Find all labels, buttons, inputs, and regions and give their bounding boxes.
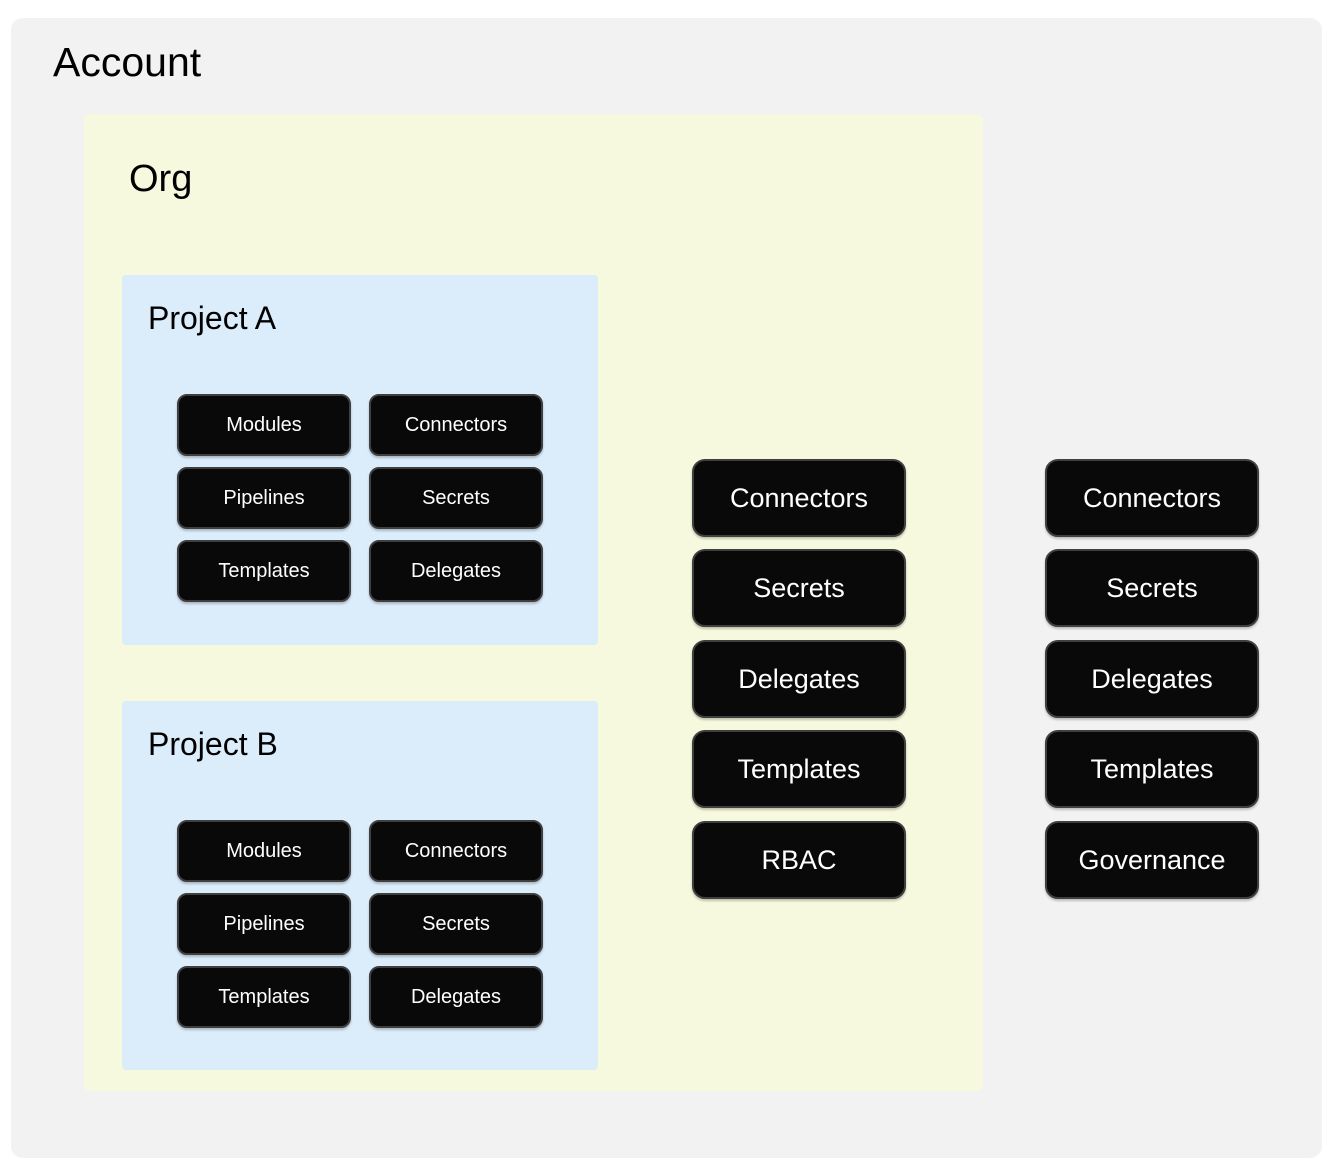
org-level-node-templates[interactable]: Templates bbox=[692, 730, 906, 808]
project-b-node-modules[interactable]: Modules bbox=[177, 820, 351, 882]
project-a-node-modules[interactable]: Modules bbox=[177, 394, 351, 456]
project-b-node-templates[interactable]: Templates bbox=[177, 966, 351, 1028]
project-b-node-secrets[interactable]: Secrets bbox=[369, 893, 543, 955]
account-title: Account bbox=[53, 39, 202, 85]
org-level-node-rbac[interactable]: RBAC bbox=[692, 821, 906, 899]
project-b-title: Project B bbox=[148, 726, 278, 762]
org-level-node-connectors[interactable]: Connectors bbox=[692, 459, 906, 537]
project-b-node-delegates[interactable]: Delegates bbox=[369, 966, 543, 1028]
project-a-scope: Project A Modules Pipelines Templates Co… bbox=[122, 275, 598, 645]
project-a-node-connectors[interactable]: Connectors bbox=[369, 394, 543, 456]
account-level-node-templates[interactable]: Templates bbox=[1045, 730, 1259, 808]
project-a-node-pipelines[interactable]: Pipelines bbox=[177, 467, 351, 529]
project-a-node-delegates[interactable]: Delegates bbox=[369, 540, 543, 602]
account-level-node-governance[interactable]: Governance bbox=[1045, 821, 1259, 899]
org-level-node-delegates[interactable]: Delegates bbox=[692, 640, 906, 718]
org-level-node-secrets[interactable]: Secrets bbox=[692, 549, 906, 627]
project-a-title: Project A bbox=[148, 300, 277, 336]
project-b-node-connectors[interactable]: Connectors bbox=[369, 820, 543, 882]
project-a-node-secrets[interactable]: Secrets bbox=[369, 467, 543, 529]
account-scope: Account Org Project A Modules Pipelines … bbox=[11, 18, 1322, 1158]
account-level-node-secrets[interactable]: Secrets bbox=[1045, 549, 1259, 627]
account-level-node-delegates[interactable]: Delegates bbox=[1045, 640, 1259, 718]
project-b-scope: Project B Modules Pipelines Templates Co… bbox=[122, 701, 598, 1070]
org-title: Org bbox=[129, 158, 193, 200]
project-a-node-templates[interactable]: Templates bbox=[177, 540, 351, 602]
account-level-node-connectors[interactable]: Connectors bbox=[1045, 459, 1259, 537]
project-b-node-pipelines[interactable]: Pipelines bbox=[177, 893, 351, 955]
